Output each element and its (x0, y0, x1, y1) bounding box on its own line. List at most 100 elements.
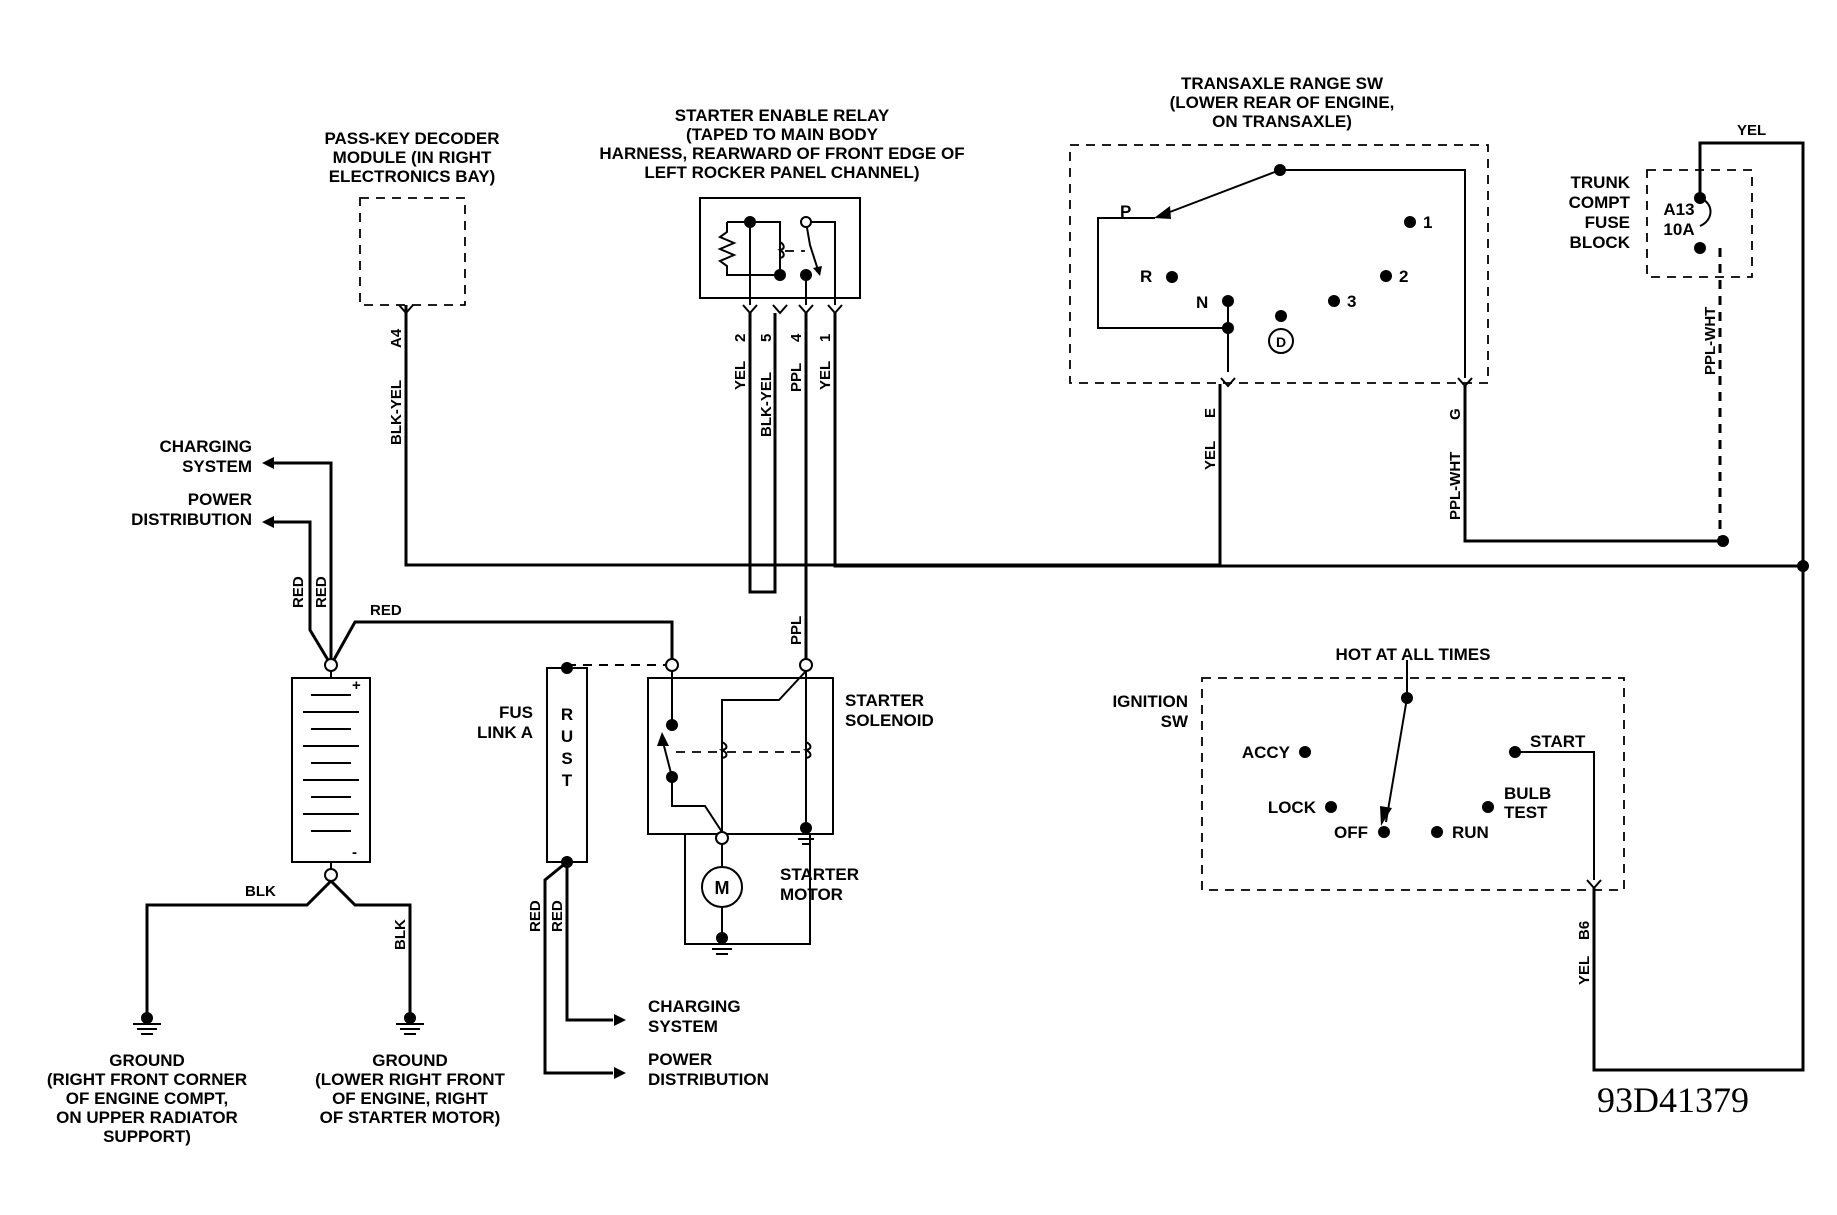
ground-right-line-2: (LOWER RIGHT FRONT (315, 1070, 505, 1089)
ignition-position-labels: ACCY LOCK OFF RUN START BULB TEST (1242, 732, 1586, 842)
ground-left-line-4: ON UPPER RADIATOR (56, 1108, 238, 1127)
fuse-id-text: A13 (1663, 200, 1694, 219)
charging-system-top-label: CHARGING SYSTEM (159, 437, 252, 476)
wire-labels: BLK-YEL A4 YEL 2 BLK-YEL 5 PPL 4 YEL 1 Y… (245, 122, 1766, 985)
trunk-fuse-internals (1694, 192, 1712, 254)
ground-left-symbol (133, 1012, 161, 1035)
ign-off: OFF (1334, 823, 1368, 842)
wiring: + - (133, 141, 1809, 1079)
battery (291, 677, 371, 863)
charging-system-bottom-label: CHARGING SYSTEM (648, 997, 741, 1036)
trunk-fuse-label-line-2: COMPT (1569, 193, 1631, 212)
wire-g-color: PPL-WHT (1447, 452, 1464, 520)
trunk-fuse-label-line-1: TRUNK (1571, 173, 1631, 192)
charging-top-line-1: CHARGING (159, 437, 252, 456)
wire-relay4-pin: 4 (788, 333, 805, 342)
ground-right-label: GROUND (LOWER RIGHT FRONT OF ENGINE, RIG… (315, 1051, 505, 1127)
gear-1: 1 (1423, 213, 1432, 232)
gear-p: P (1120, 202, 1131, 221)
passkey-label-line-2: MODULE (IN RIGHT (333, 148, 492, 167)
passkey-module-box (359, 197, 466, 306)
battery-minus-label: - (352, 844, 357, 861)
motor-m-label: M (715, 878, 730, 898)
ground-left-line-1: GROUND (109, 1051, 185, 1070)
ign-lock: LOCK (1268, 798, 1317, 817)
ign-accy: ACCY (1242, 743, 1291, 762)
passkey-label-line-3: ELECTRONICS BAY) (329, 167, 496, 186)
gear-n: N (1196, 293, 1208, 312)
figure-code: 93D41379 (1597, 1080, 1749, 1120)
ign-run: RUN (1452, 823, 1489, 842)
wire-b6-color: YEL (1576, 956, 1593, 985)
ground-left-line-5: SUPPORT) (103, 1127, 191, 1146)
charging-top-line-2: SYSTEM (182, 457, 252, 476)
transaxle-range-switch-box (1069, 144, 1489, 384)
relay-internals (717, 216, 843, 315)
rust-letter-u: U (561, 727, 573, 746)
ground-left-label: GROUND (RIGHT FRONT CORNER OF ENGINE COM… (47, 1051, 247, 1146)
relay-label-line-2: (TAPED TO MAIN BODY (686, 125, 879, 144)
wire-e-color: YEL (1202, 441, 1219, 470)
rust-letter-t: T (562, 771, 573, 790)
battery-plus-label: + (352, 677, 361, 694)
fuse-rating-label: A13 10A (1663, 200, 1694, 239)
trunk-fuse-label-line-4: BLOCK (1570, 233, 1631, 252)
wire-b6-pin: B6 (1576, 921, 1593, 940)
transaxle-label-line-2: (LOWER REAR OF ENGINE, (1170, 93, 1395, 112)
wire-relay2-pin: 2 (732, 334, 749, 342)
ignition-switch-box (1201, 677, 1625, 891)
starter-motor-box (684, 833, 811, 945)
starter-solenoid-label: STARTER SOLENOID (845, 691, 934, 730)
wire-red-c: RED (370, 602, 402, 619)
solenoid-line-2: SOLENOID (845, 711, 934, 730)
power-distribution-bottom-label: POWER DISTRIBUTION (648, 1050, 769, 1089)
relay-label-line-1: STARTER ENABLE RELAY (675, 106, 890, 125)
rust-letter-s: S (561, 749, 572, 768)
wire-relay1-pin: 1 (817, 334, 834, 342)
ground-right-line-4: OF STARTER MOTOR) (320, 1108, 501, 1127)
fus-link-line-1: FUS (499, 703, 533, 722)
hot-at-all-times-label: HOT AT ALL TIMES (1336, 645, 1491, 664)
ground-right-symbol (396, 1012, 424, 1035)
trunk-fuse-label-line-3: FUSE (1585, 213, 1630, 232)
wire-fuse-in-color: YEL (1737, 122, 1766, 139)
wire-a4-pin: A4 (388, 328, 405, 348)
gear-2: 2 (1399, 267, 1408, 286)
gear-position-labels: P R N D 3 2 1 (1120, 202, 1432, 350)
power-bottom-line-1: POWER (648, 1050, 712, 1069)
fus-link-line-2: LINK A (477, 723, 533, 742)
charging-bottom-line-2: SYSTEM (648, 1017, 718, 1036)
wire-blk-a: BLK (245, 883, 276, 900)
transaxle-switch-internals (1097, 164, 1473, 388)
wire-relay1-color: YEL (817, 361, 834, 390)
drive-circle (1268, 328, 1294, 354)
wire-red-e: RED (549, 900, 566, 932)
wire-red-a: RED (290, 576, 307, 608)
power-distribution-top-label: POWER DISTRIBUTION (131, 490, 252, 529)
starter-enable-relay-label: STARTER ENABLE RELAY (TAPED TO MAIN BODY… (599, 106, 964, 182)
ign-start: START (1530, 732, 1586, 751)
gear-3: 3 (1347, 292, 1356, 311)
ignition-switch-label: IGNITION SW (1112, 692, 1189, 731)
wire-relay2-color: YEL (732, 361, 749, 390)
ground-left-line-3: OF ENGINE COMPT, (66, 1089, 228, 1108)
power-top-line-1: POWER (188, 490, 252, 509)
ign-bulb-line-1: BULB (1504, 784, 1551, 803)
trunk-fuse-block-label: TRUNK COMPT FUSE BLOCK (1569, 173, 1631, 252)
ground-left-line-2: (RIGHT FRONT CORNER (47, 1070, 247, 1089)
charging-bottom-line-1: CHARGING (648, 997, 741, 1016)
wire-e-pin: E (1202, 408, 1219, 418)
power-bottom-line-2: DISTRIBUTION (648, 1070, 769, 1089)
wire-blk-b: BLK (392, 919, 409, 950)
wire-a4-color: BLK-YEL (388, 380, 405, 445)
rust-letter-r: R (561, 705, 573, 724)
gear-r: R (1140, 267, 1152, 286)
gear-d: D (1276, 334, 1286, 350)
wire-fuse-out-color: PPL-WHT (1702, 307, 1719, 375)
wire-red-d: RED (527, 900, 544, 932)
wire-relay5-color: BLK-YEL (758, 372, 775, 437)
wire-red-b: RED (313, 576, 330, 608)
power-top-line-2: DISTRIBUTION (131, 510, 252, 529)
starter-enable-relay-box (699, 197, 861, 299)
